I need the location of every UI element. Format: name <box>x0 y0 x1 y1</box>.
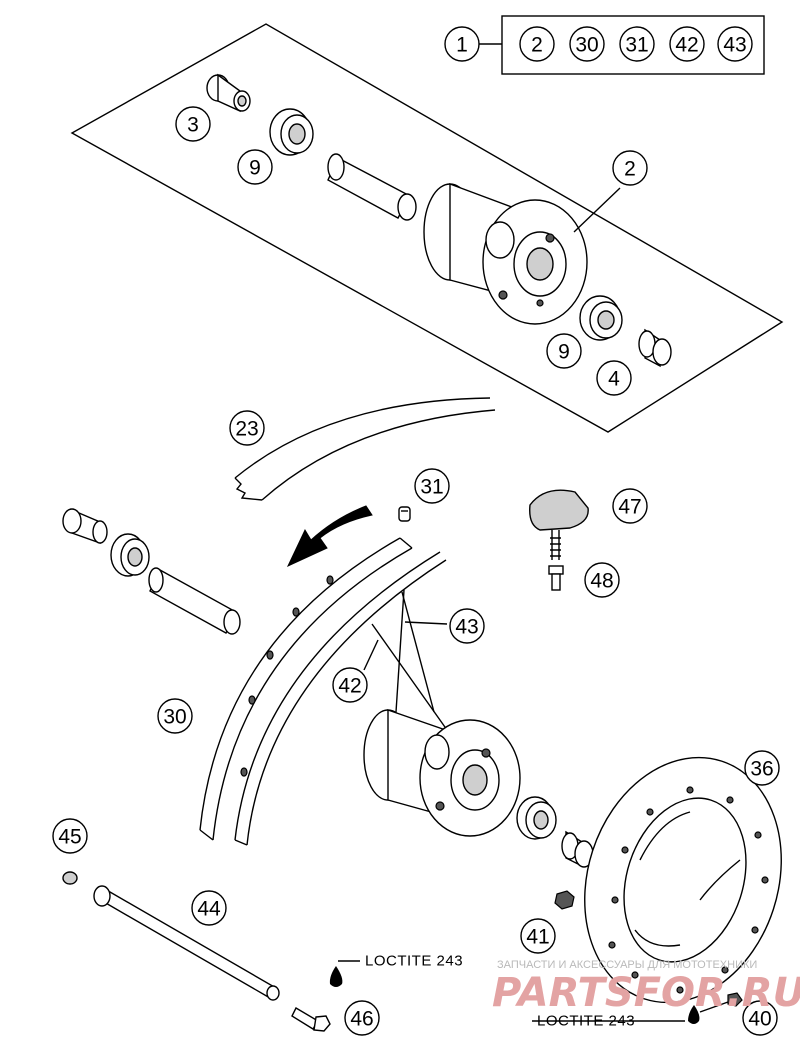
callout-46[interactable]: 46 <box>344 1000 380 1036</box>
callout-23-label: 23 <box>235 418 258 441</box>
wheel-hub-part[interactable] <box>363 709 521 837</box>
callout-2-hub[interactable]: 2 <box>612 150 648 186</box>
watermark-caption: ЗАПЧАСТИ И АКСЕССУАРЫ ДЛЯ МОТОТЕХНИКИ <box>497 959 757 971</box>
callout-9-bottom[interactable]: 9 <box>546 333 582 369</box>
callout-45[interactable]: 45 <box>52 818 88 854</box>
callout-47[interactable]: 47 <box>612 488 648 524</box>
callout-44[interactable]: 44 <box>191 890 227 926</box>
callout-kit-2[interactable]: 2 <box>519 26 555 62</box>
callout-3-label: 3 <box>187 114 199 137</box>
callout-43[interactable]: 43 <box>449 608 485 644</box>
hub-assembly-panel <box>70 23 784 433</box>
callout-40[interactable]: 40 <box>742 1000 778 1036</box>
loctite-axle-drop-icon <box>329 966 343 987</box>
callout-2-hub-label: 2 <box>624 158 636 181</box>
callout-41[interactable]: 41 <box>520 918 556 954</box>
brake-disc-36-part[interactable] <box>554 732 800 1028</box>
axle-clamp-bolt-46-part[interactable] <box>291 1007 331 1032</box>
callout-9-top-label: 9 <box>249 157 261 180</box>
watermark-logo: PARTSFOR.RU <box>492 970 800 1016</box>
rotation-direction-arrow <box>286 505 373 568</box>
callout-kit-42-label: 42 <box>675 34 698 57</box>
callout-48-label: 48 <box>590 570 613 593</box>
bearing-9-top-part[interactable] <box>269 108 314 156</box>
callout-45-label: 45 <box>58 826 81 849</box>
callout-42[interactable]: 42 <box>332 667 368 703</box>
callout-47-label: 47 <box>618 496 641 519</box>
callout-36[interactable]: 36 <box>744 750 780 786</box>
callout-46-label: 46 <box>350 1008 373 1031</box>
nut-41-part[interactable] <box>554 890 575 910</box>
callout-44-label: 44 <box>197 898 221 921</box>
callout-1-label: 1 <box>456 34 468 57</box>
loctite-axle-note: LOCTITE 243 <box>365 953 463 970</box>
callout-1[interactable]: 1 <box>444 26 480 62</box>
callout-48[interactable]: 48 <box>584 562 620 598</box>
callout-9-top[interactable]: 9 <box>237 149 273 185</box>
callout-kit-30-label: 30 <box>575 34 598 57</box>
hub-spacer-tube-part[interactable] <box>327 153 417 221</box>
callout-43-label: 43 <box>455 616 478 639</box>
callout-40-label: 40 <box>748 1008 771 1031</box>
rim-lock-47-part[interactable] <box>529 489 589 560</box>
callout-3[interactable]: 3 <box>175 106 211 142</box>
hub-bearing-part[interactable] <box>516 796 557 840</box>
rim-tape-23-part[interactable] <box>234 397 496 501</box>
left-spacer-part[interactable] <box>62 508 108 544</box>
callout-36-label: 36 <box>750 758 773 781</box>
spoke-nipple-31-part[interactable] <box>398 506 411 522</box>
axle-44-part[interactable] <box>93 885 280 1001</box>
callout-30[interactable]: 30 <box>157 698 193 734</box>
callout-kit-2-label: 2 <box>531 34 543 57</box>
left-bearing-part[interactable] <box>110 533 150 577</box>
callout-9-bottom-label: 9 <box>558 341 570 364</box>
spacer-4-part[interactable] <box>638 328 672 368</box>
bearing-9-bottom-part[interactable] <box>579 295 623 341</box>
hub-2-part[interactable] <box>423 182 588 325</box>
callout-4[interactable]: 4 <box>596 360 632 396</box>
rim-30-part[interactable] <box>199 537 447 846</box>
loctite-disc-note: LOCTITE 243 <box>537 1013 635 1030</box>
callout-30-label: 30 <box>163 706 186 729</box>
callout-kit-31-label: 31 <box>625 34 648 57</box>
callout-4-label: 4 <box>608 368 620 391</box>
callout-41-label: 41 <box>526 926 549 949</box>
spokes-part[interactable] <box>371 589 453 738</box>
callout-31[interactable]: 31 <box>414 468 450 504</box>
callout-31-label: 31 <box>420 476 443 499</box>
hub-spacer-part[interactable] <box>561 830 594 868</box>
spacer-3-part[interactable] <box>206 73 251 113</box>
callout-kit-30[interactable]: 30 <box>569 26 605 62</box>
axle-nut-45-part[interactable] <box>62 871 78 885</box>
callout-kit-42[interactable]: 42 <box>669 26 705 62</box>
callout-42-label: 42 <box>338 675 361 698</box>
callout-kit-43-label: 43 <box>723 34 746 57</box>
callout-kit-31[interactable]: 31 <box>619 26 655 62</box>
callout-kit-43[interactable]: 43 <box>717 26 753 62</box>
rim-lock-nut-48-part[interactable] <box>548 565 564 591</box>
kit-header: 1 2 30 31 42 43 <box>444 15 765 75</box>
loctite-disc-drop-icon <box>688 1005 700 1024</box>
left-spacer-tube-part[interactable] <box>148 567 241 635</box>
callout-23[interactable]: 23 <box>229 410 265 446</box>
